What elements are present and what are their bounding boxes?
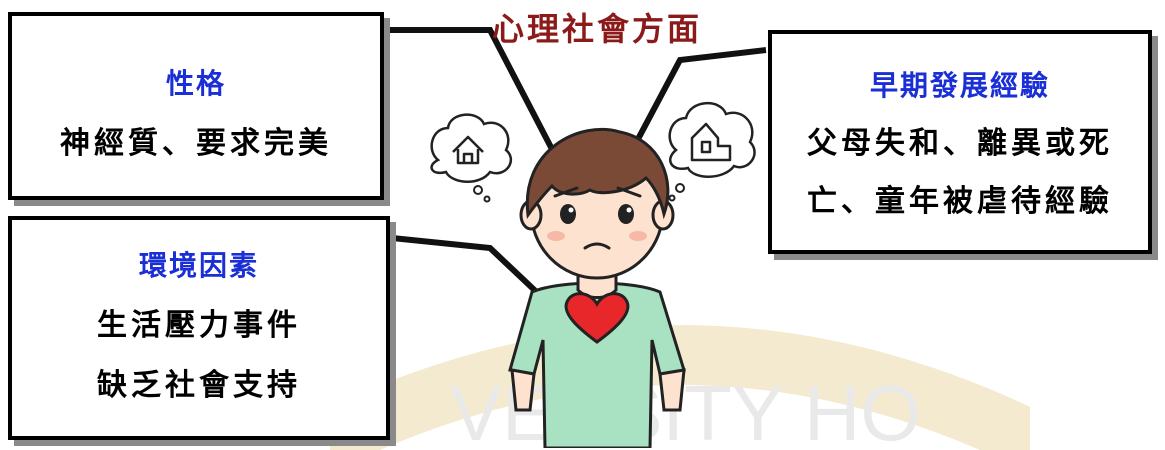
connector-early-experience [625,47,767,160]
early-experience-line-1: 父母失和、離異或死 [807,126,1113,161]
boy-illustration [508,127,686,448]
heart-icon [564,292,630,344]
connector-environment [391,235,548,303]
personality-box: 性格 神經質、要求完美 [8,12,384,200]
early-experience-line-2: 亡、童年被虐待經驗 [807,184,1113,219]
connector-personality [386,27,558,157]
early-experience-title: 早期發展經驗 [869,69,1050,102]
house-thought-icon [430,113,513,203]
environment-line-2: 缺乏社會支持 [97,368,301,403]
personality-title: 性格 [165,67,226,100]
diagram-title: 心理社會方面 [492,10,703,48]
hair [525,127,670,220]
personality-line-1: 神經質、要求完美 [60,126,332,161]
early-experience-box: 早期發展經驗 父母失和、離異或死 亡、童年被虐待經驗 [768,30,1152,254]
environment-box: 環境因素 生活壓力事件 缺乏社會支持 [8,216,390,440]
environment-line-1: 生活壓力事件 [97,308,301,343]
building-thought-icon [668,101,756,202]
shirt [508,281,686,448]
environment-title: 環境因素 [138,249,259,282]
